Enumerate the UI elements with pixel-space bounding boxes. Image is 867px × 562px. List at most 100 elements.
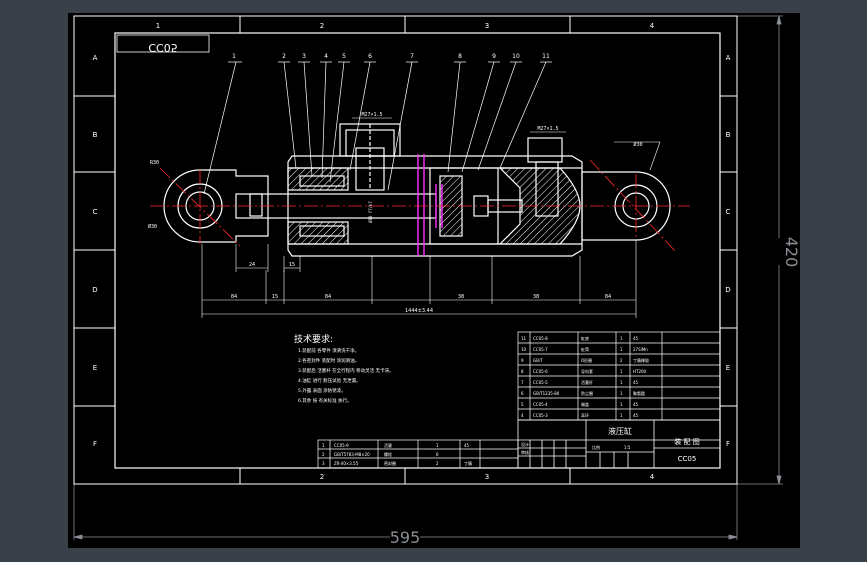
small-row-code: CC05-9 — [334, 443, 349, 448]
tech-line-2: 2.各密封件 装配时 涂润滑油。 — [298, 357, 359, 364]
chain-dimension-values: 84 15 84 38 38 84 1444±3.44 — [231, 294, 611, 314]
bom-row-no: 9 — [521, 358, 524, 363]
tech-line-4: 4.油缸 进行 耐压试验 无泄漏。 — [298, 377, 361, 384]
small-row-name: 螺栓 — [384, 451, 392, 457]
title-name: 液压缸 — [608, 426, 632, 436]
bom-row-qty: 1 — [620, 347, 623, 352]
small-row-qty: 2 — [436, 461, 439, 466]
dim-84-mid: 84 — [325, 294, 331, 300]
small-row-name: 活塞 — [384, 442, 392, 448]
bom-row-qty: 1 — [620, 391, 623, 396]
tech-line-6: 6.其余 按 有关标准 执行。 — [298, 397, 352, 404]
right-eye-lug — [581, 171, 671, 241]
left-eye-diameter: Ø30 — [148, 223, 157, 230]
callout-10: 10 — [512, 53, 520, 60]
cylinder-bottom — [498, 167, 581, 245]
bom-table — [517, 331, 721, 421]
port-right-note: M27×1.5 — [537, 126, 558, 132]
sheet-width-dim: 595 — [390, 528, 421, 547]
port-left-note: M27×1.5 — [361, 112, 382, 118]
chain-dimensions — [201, 240, 637, 318]
zone-col-top: 4 — [650, 22, 655, 30]
bom-row-material: 45 — [633, 380, 639, 385]
bom-row-material: 45 — [633, 402, 639, 407]
zone-row-left: D — [92, 286, 97, 294]
small-parts-table — [317, 439, 519, 469]
callout-4: 4 — [324, 53, 328, 60]
callout-6: 6 — [368, 53, 372, 60]
bom-row-qty: 1 — [620, 369, 623, 374]
callout-3: 3 — [302, 53, 306, 60]
callout-5: 5 — [342, 53, 346, 60]
tech-heading: 技术要求: — [294, 333, 333, 345]
bom-row-material: 聚氨酯 — [633, 390, 645, 396]
zone-col-top: 2 — [320, 22, 324, 30]
bom-row-no: 7 — [521, 380, 524, 385]
callout-9: 9 — [492, 53, 496, 60]
title-block — [517, 419, 721, 469]
bom-row-code: CC05-5 — [533, 380, 548, 385]
zone-labels: 1 2 3 4 2 3 4 A B C D E F A B C D E F — [92, 22, 730, 481]
bom-row-name: 耳环 — [581, 413, 589, 418]
small-row-no: 1 — [322, 443, 325, 448]
centerlines — [150, 159, 690, 253]
sheet-size-dimensions — [73, 15, 783, 540]
bom-row-material: 45 — [633, 336, 639, 341]
cylinder-assembly[interactable] — [163, 123, 671, 257]
bom-row-qty: 1 — [620, 380, 623, 385]
dim-38b: 38 — [533, 294, 539, 300]
model-space[interactable] — [68, 13, 800, 548]
small-row-qty: 1 — [436, 443, 439, 448]
bom-row-name: 缸底 — [581, 335, 589, 341]
zone-col-bottom: 4 — [650, 473, 655, 481]
title-code: CC05 — [678, 455, 697, 463]
title-designer-label: 设计 — [521, 441, 529, 447]
zone-row-left: B — [93, 131, 98, 139]
zone-row-left: C — [93, 208, 98, 216]
gland-lower — [287, 221, 349, 245]
dim-15: 15 — [289, 262, 295, 268]
title-checker-label: 审核 — [521, 449, 529, 455]
small-row-code: ZR-40×3.55 — [334, 461, 359, 466]
zone-row-right: F — [726, 440, 730, 448]
mirrored-drawing-code: CC05 — [148, 41, 177, 54]
dim-24: 24 — [249, 262, 255, 268]
zone-row-right: D — [725, 286, 730, 294]
dim-84-left: 84 — [231, 294, 237, 300]
right-eye-note: Ø30 — [633, 141, 642, 148]
bom-row-material: 丁腈橡胶 — [633, 357, 649, 363]
tech-lines: 1.装配前 各零件 须清洗干净。 2.各密封件 装配时 涂润滑油。 3.装配后 … — [298, 347, 394, 404]
bom-row-no: 4 — [521, 413, 524, 418]
zone-col-top: 3 — [485, 22, 489, 30]
callout-numbers: 1 2 3 4 5 6 7 8 9 10 11 — [232, 53, 550, 60]
small-row-material: 丁腈 — [464, 460, 472, 466]
zone-col-top: 1 — [156, 22, 160, 30]
bom-row-name: 防尘圈 — [581, 390, 593, 396]
small-row-no: 2 — [322, 452, 325, 457]
callout-11: 11 — [542, 53, 550, 60]
callout-2: 2 — [282, 53, 286, 60]
bom-row-no: 10 — [521, 347, 527, 352]
bom-row-qty: 1 — [620, 336, 623, 341]
bom-row-no: 11 — [521, 336, 527, 341]
bom-row-no: 5 — [521, 402, 524, 407]
zone-row-right: C — [726, 208, 731, 216]
dim-38: 38 — [458, 294, 464, 300]
zone-row-right: B — [726, 131, 731, 139]
zone-col-bottom: 2 — [320, 473, 324, 481]
zone-row-right: E — [726, 364, 730, 372]
bom-row-qty: 1 — [620, 413, 623, 418]
small-row-code: GB/T5783-M8×20 — [334, 452, 370, 457]
mirrored-code-box — [116, 34, 210, 53]
callout-leaders — [203, 61, 552, 195]
bom-row-no: 6 — [521, 391, 524, 396]
zone-row-left: E — [93, 364, 97, 372]
title-scale-label: 比例 — [592, 444, 600, 450]
small-parts-rows: 1 CC05-9 活塞 1 45 2 GB/T5783-M8×20 螺栓 6 3… — [322, 442, 472, 466]
small-row-name: 密封圈 — [384, 460, 396, 466]
bom-row-name: 导向套 — [581, 368, 593, 374]
small-row-material: 45 — [464, 443, 470, 448]
zone-row-left: A — [93, 54, 98, 62]
